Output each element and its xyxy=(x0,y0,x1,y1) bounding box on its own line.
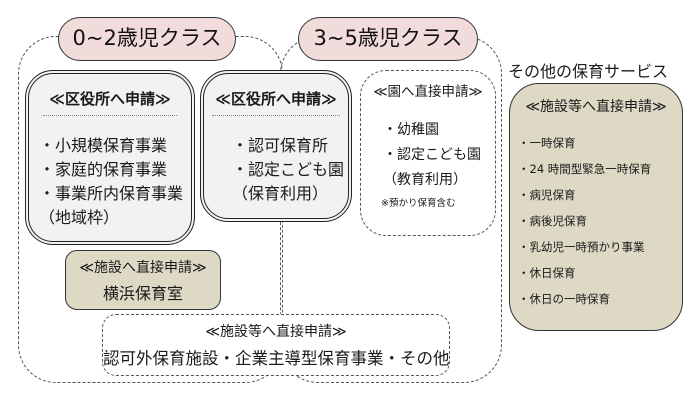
list-item: （地域枠） xyxy=(39,208,120,227)
list-item: ・一時保育 xyxy=(518,136,576,150)
school-box-header: ≪園へ直接申請≫ xyxy=(373,84,483,100)
list-item: ・認定こども園 xyxy=(383,147,481,163)
list-item: （教育利用） xyxy=(383,172,467,188)
list-item: ・休日の一時保育 xyxy=(518,292,610,306)
list-item: ・認可保育所 xyxy=(232,136,329,155)
list-item: ・病後児保育 xyxy=(518,214,587,228)
other-services-title: その他の保育サービス xyxy=(508,62,669,81)
unlicensed-facility-box: ≪施設等へ直接申請≫ 認可外保育施設・企業主導型保育事業・その他 xyxy=(102,314,450,376)
list-item: ・事業所内保育事業 xyxy=(39,184,184,203)
list-item: （保育利用） xyxy=(232,184,329,203)
school-application-box: ≪園へ直接申請≫ ・幼稚園 ・認定こども園 （教育利用） ※預かり保育含む xyxy=(360,70,496,236)
facility-box-item: 横浜保育室 xyxy=(102,284,183,303)
group-0-2-title: 0~2歳児クラス xyxy=(58,17,236,61)
facility-box-header: ≪施設へ直接申請≫ xyxy=(79,260,207,276)
other-services-box: ≪施設等へ直接申請≫ ・一時保育 ・24 時間型緊急一時保育 ・病児保育 ・病後… xyxy=(509,83,683,331)
list-item: ・家庭的保育事業 xyxy=(39,160,168,179)
list-item: ・幼稚園 xyxy=(383,122,439,138)
other-services-header: ≪施設等へ直接申請≫ xyxy=(525,99,667,115)
ward-box-header: ≪区役所へ申請≫ xyxy=(43,88,177,116)
list-item: ・休日保育 xyxy=(518,266,576,280)
list-item: ・24 時間型緊急一時保育 xyxy=(518,162,652,176)
list-item: ・小規模保育事業 xyxy=(39,136,168,155)
ward-box-header: ≪区役所へ申請≫ xyxy=(212,88,340,116)
list-item: ・認定こども園 xyxy=(232,160,345,179)
ward-application-box-0-2: ≪区役所へ申請≫ ・小規模保育事業 ・家庭的保育事業 ・事業所内保育事業 （地域… xyxy=(25,70,195,245)
list-item: ・乳幼児一時預かり事業 xyxy=(518,240,645,254)
facility-application-box: ≪施設へ直接申請≫ 横浜保育室 xyxy=(65,250,221,310)
group-3-5-title: 3~5歳児クラス xyxy=(298,17,478,61)
ward-application-box-shared: ≪区役所へ申請≫ ・認可保育所 ・認定こども園 （保育利用） xyxy=(200,70,352,222)
bottom-box-header: ≪施設等へ直接申請≫ xyxy=(205,324,347,340)
bottom-box-text: 認可外保育施設・企業主導型保育事業・その他 xyxy=(103,349,450,368)
note: ※預かり保育含む xyxy=(381,198,456,209)
list-item: ・病児保育 xyxy=(518,188,576,202)
